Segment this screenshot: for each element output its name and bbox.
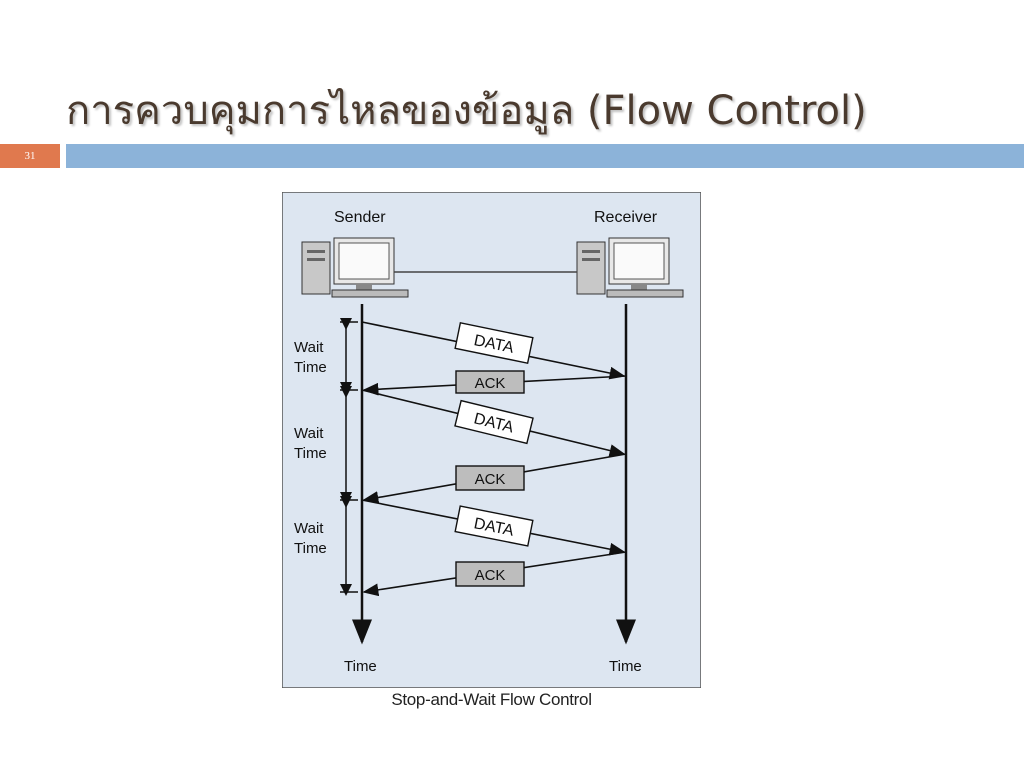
- svg-text:ACK: ACK: [475, 375, 506, 392]
- ack-box-1: ACK: [455, 370, 525, 394]
- ack-box-2: ACK: [455, 465, 525, 491]
- data-box-1: DATA: [454, 321, 534, 365]
- svg-text:ACK: ACK: [475, 567, 506, 584]
- sender-computer-icon: [301, 237, 409, 298]
- slide-number: 31: [0, 144, 60, 168]
- stop-and-wait-diagram: Sender Receiver Wait Time: [282, 192, 701, 688]
- wait-time-label-3: Wait Time: [294, 520, 328, 557]
- sender-time-label: Time: [344, 658, 377, 675]
- data-box-2: DATA: [454, 399, 534, 445]
- slide-title: การควบคุมการไหลของข้อมูล (Flow Control): [66, 88, 867, 134]
- data-box-3: DATA: [454, 505, 534, 547]
- wait-time-label-1: Wait Time: [294, 339, 328, 376]
- wait-time-label-2: Wait Time: [294, 425, 328, 462]
- receiver-time-label: Time: [609, 658, 642, 675]
- figure-caption: Stop-and-Wait Flow Control: [391, 690, 592, 709]
- ack-box-3: ACK: [455, 561, 525, 587]
- svg-text:ACK: ACK: [475, 471, 506, 488]
- receiver-label: Receiver: [594, 209, 658, 226]
- header-bar: [66, 144, 1024, 168]
- sender-label: Sender: [334, 209, 386, 226]
- receiver-computer-icon: [576, 237, 684, 298]
